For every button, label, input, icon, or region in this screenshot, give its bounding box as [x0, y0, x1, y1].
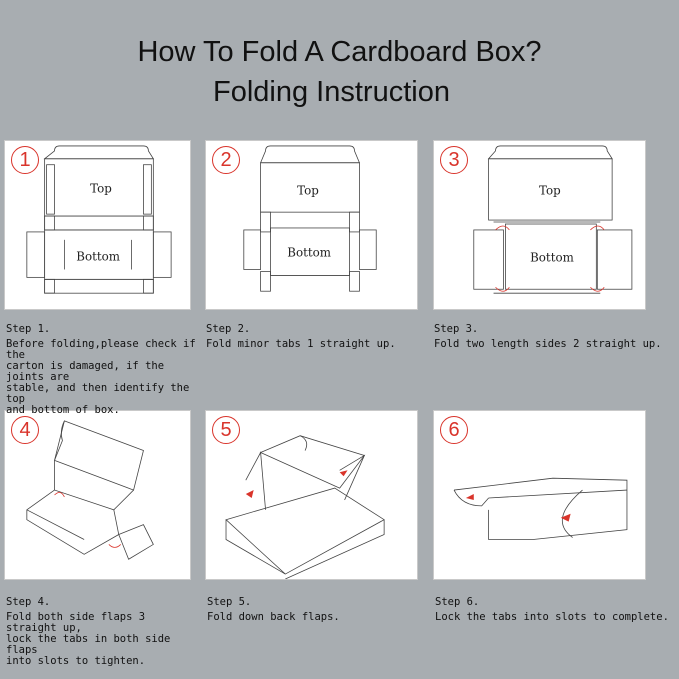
step-6-label: Step 6.: [435, 596, 480, 608]
step-1-top-label: Top: [90, 181, 112, 195]
step-3-description: Fold two length sides 2 straight up.: [434, 338, 662, 350]
step-4-caption: Step 4. Fold both side flaps 3 straight …: [6, 597, 201, 667]
step-3-diagram: Top Bottom: [473, 145, 633, 294]
step-1-label: Step 1.: [6, 323, 51, 335]
step-6-description: Lock the tabs into slots to complete.: [435, 611, 669, 623]
step-3-panel: Top Bottom 3: [433, 140, 646, 310]
step-4-panel: 4: [4, 410, 191, 580]
step-2-number: 2: [212, 146, 240, 174]
step-1-caption: Step 1. Before folding,please check if t…: [6, 324, 196, 416]
step-6-panel: 6: [433, 410, 646, 580]
step-2-description: Fold minor tabs 1 straight up.: [206, 338, 396, 350]
step-2-diagram: Top Bottom: [243, 145, 377, 292]
step-6-diagram: [453, 477, 628, 540]
step-3-top-label: Top: [539, 183, 561, 197]
step-1-diagram: Top Bottom: [26, 145, 172, 294]
page-subtitle: Folding Instruction: [213, 76, 450, 108]
step-2-panel: Top Bottom 2: [205, 140, 418, 310]
step-5-number: 5: [212, 416, 240, 444]
step-5-panel: 5: [205, 410, 418, 580]
step-5-diagram: [225, 435, 385, 579]
step-1-panel: Top Bottom 1: [4, 140, 191, 310]
step-5-description: Fold down back flaps.: [207, 611, 340, 623]
page-title: How To Fold A Cardboard Box?: [137, 36, 542, 68]
step-3-label: Step 3.: [434, 323, 479, 335]
step-2-label: Step 2.: [206, 323, 251, 335]
step-2-caption: Step 2. Fold minor tabs 1 straight up.: [206, 324, 426, 350]
step-2-top-label: Top: [297, 183, 319, 197]
step-1-number: 1: [11, 146, 39, 174]
step-3-bottom-label: Bottom: [530, 251, 574, 265]
step-5-label: Step 5.: [207, 596, 252, 608]
step-1-bottom-label: Bottom: [76, 250, 120, 264]
step-6-number: 6: [440, 416, 468, 444]
step-5-caption: Step 5. Fold down back flaps.: [207, 597, 427, 623]
step-4-number: 4: [11, 416, 39, 444]
step-6-caption: Step 6. Lock the tabs into slots to comp…: [435, 597, 675, 623]
step-4-diagram: [26, 420, 154, 560]
step-3-caption: Step 3. Fold two length sides 2 straight…: [434, 324, 674, 350]
step-4-description: Fold both side flaps 3 straight up, lock…: [6, 611, 171, 667]
step-2-bottom-label: Bottom: [287, 246, 331, 260]
step-1-description: Before folding,please check if the carto…: [6, 338, 196, 416]
step-4-label: Step 4.: [6, 596, 51, 608]
step-3-number: 3: [440, 146, 468, 174]
